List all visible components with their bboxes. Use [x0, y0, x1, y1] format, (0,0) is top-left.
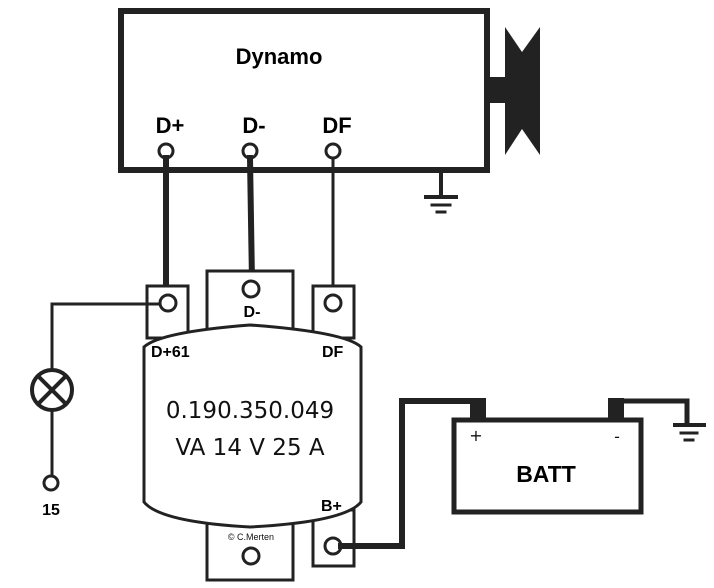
battery-label: BATT — [516, 461, 576, 487]
battery: + - BATT — [451, 398, 706, 515]
regulator-label-df: DF — [322, 344, 344, 361]
regulator-label-d61: D+61 — [151, 344, 190, 361]
dynamo-terminal-label-dminus: D- — [242, 113, 265, 138]
battery-post-minus — [608, 398, 624, 418]
ground-icon — [424, 170, 458, 214]
ground-icon — [673, 423, 706, 442]
wire-bplus — [338, 398, 470, 549]
copyright-text: © C.Merten — [228, 532, 274, 542]
battery-post-plus — [470, 398, 486, 418]
regulator-body — [142, 323, 363, 529]
regulator-terminal-df — [323, 293, 343, 313]
dynamo: Dynamo D+ D- DF — [118, 8, 540, 214]
regulator-label-bplus: B+ — [321, 498, 342, 515]
battery-minus-label: - — [614, 427, 620, 446]
dynamo-housing — [118, 8, 490, 173]
regulator-part-number: 0.190.350.049 — [166, 398, 334, 424]
lamp-icon — [30, 368, 74, 412]
pulley-icon — [487, 27, 540, 155]
regulator-rating: VA 14 V 25 A — [175, 435, 325, 461]
wire-dminus — [246, 154, 256, 286]
regulator-terminal-dminus — [241, 279, 261, 299]
terminal-15-label: 15 — [42, 502, 60, 519]
terminal-15 — [42, 474, 60, 492]
dynamo-title: Dynamo — [236, 44, 323, 69]
regulator-label-dminus: D- — [244, 304, 261, 321]
battery-plus-label: + — [469, 426, 482, 445]
dynamo-terminal-label-df: DF — [322, 113, 351, 138]
regulator-terminal-d61 — [158, 293, 178, 313]
regulator-terminal-bottom — [241, 546, 261, 566]
lamp-circuit: 15 — [30, 302, 162, 519]
battery-body — [451, 417, 644, 515]
wire-lamp — [50, 302, 162, 372]
regulator: D- D+61 DF B+ 0.190.350.049 VA 14 V 25 A… — [142, 269, 363, 582]
dynamo-terminal-df — [324, 142, 342, 160]
wire-battery-ground — [621, 398, 690, 427]
dynamo-terminal-label-dplus: D+ — [156, 113, 185, 138]
